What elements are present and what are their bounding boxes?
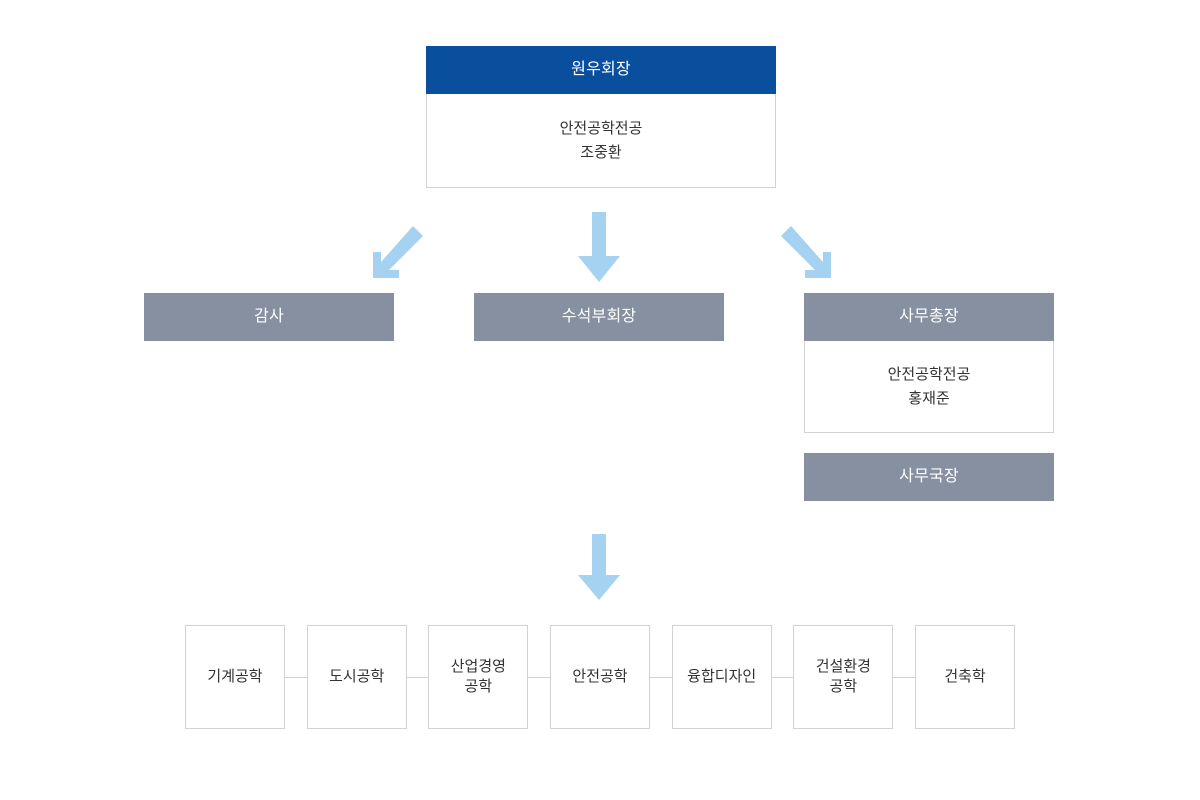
department-connector: [650, 676, 672, 678]
node-secretariat-director[interactable]: 사무국장: [804, 453, 1054, 501]
department-label: 기계공학: [207, 667, 263, 685]
department-label: 융합디자인: [687, 667, 757, 685]
node-secretary-general-details: 안전공학전공 홍재준: [804, 341, 1054, 433]
node-auditor-title: 감사: [144, 293, 394, 341]
node-president-major: 안전공학전공: [559, 120, 643, 137]
arrow-down-left-icon: [361, 216, 425, 280]
department-connector: [406, 676, 429, 678]
department-label: 도시공학: [329, 667, 385, 685]
node-president-title: 원우회장: [426, 46, 776, 94]
node-president-details: 안전공학전공 조중환: [426, 94, 776, 188]
department-label: 안전공학: [572, 667, 628, 685]
node-secretary-general[interactable]: 사무총장 안전공학전공 홍재준: [804, 293, 1054, 433]
arrow-down-icon: [575, 534, 623, 602]
department-box[interactable]: 건축학: [915, 625, 1016, 729]
arrow-down-icon: [575, 212, 623, 284]
node-secretariat-director-title: 사무국장: [804, 453, 1054, 501]
department-box[interactable]: 융합디자인: [671, 625, 772, 729]
node-vice-president-title: 수석부회장: [474, 293, 724, 341]
department-label: 건축학: [944, 667, 986, 685]
department-connector: [528, 676, 551, 678]
node-vice-president[interactable]: 수석부회장: [474, 293, 724, 341]
node-president[interactable]: 원우회장 안전공학전공 조중환: [426, 46, 776, 188]
node-president-name: 조중환: [580, 144, 622, 161]
node-auditor[interactable]: 감사: [144, 293, 394, 341]
department-connector: [285, 676, 307, 678]
department-box[interactable]: 안전공학: [550, 625, 651, 729]
node-secretary-general-title: 사무총장: [804, 293, 1054, 341]
node-secretary-general-name: 홍재준: [908, 390, 950, 407]
department-connector: [893, 676, 916, 678]
node-secretary-general-major: 안전공학전공: [887, 366, 971, 383]
department-box[interactable]: 기계공학: [185, 625, 285, 729]
department-connector: [771, 676, 794, 678]
department-box[interactable]: 도시공학: [306, 625, 407, 729]
arrow-down-right-icon: [779, 216, 843, 280]
